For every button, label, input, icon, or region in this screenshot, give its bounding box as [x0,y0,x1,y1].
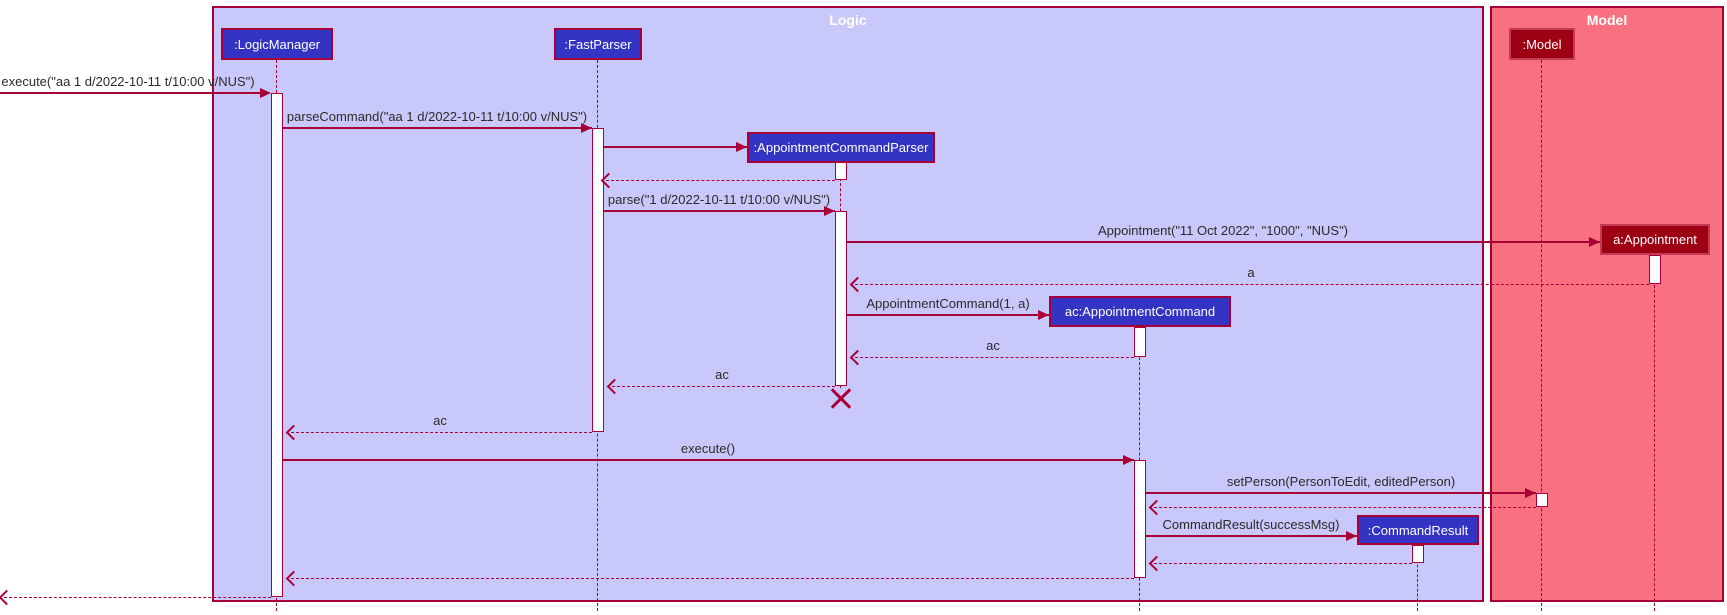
activation-parser-main [835,211,847,386]
participant-a-appointment: a:Appointment [1600,224,1710,255]
participant-a-appointment-label: a:Appointment [1613,232,1697,247]
message-parse-line [604,210,835,212]
participant-command-result-label: :CommandResult [1367,522,1469,538]
activation-model [1536,493,1548,507]
message-execute-found-line [0,92,262,94]
message-set-person-line [1146,492,1536,494]
participant-ac-appointment-command: ac:AppointmentCommand [1049,296,1231,327]
message-new-appointment-line [847,241,1600,243]
arrowhead-right-icon [1346,531,1357,541]
arrowhead-right-icon [1525,488,1536,498]
participant-ac-appointment-command-label: ac:AppointmentCommand [1064,304,1216,319]
message-return-commandresult-line [1154,563,1412,564]
arrowhead-right-icon [736,142,747,152]
lifeline-command-result [1417,545,1418,611]
arrowhead-right-icon [260,88,271,98]
message-execute-command-line [283,459,1134,461]
message-create-parser-line [604,146,747,148]
message-new-appointment-command-line [847,314,1049,316]
arrowhead-right-icon [1123,455,1134,465]
message-new-command-result-line [1146,535,1357,537]
participant-model-label: :Model [1522,36,1562,52]
message-parse-label: parse("1 d/2022-10-11 t/10:00 v/NUS") [607,192,831,207]
message-new-appointment-label: Appointment("11 Oct 2022", "1000", "NUS"… [1097,223,1349,238]
message-parse-command-line [283,127,592,129]
activation-logic-manager [271,93,283,597]
message-new-command-result-label: CommandResult(successMsg) [1162,517,1340,532]
participant-fast-parser: :FastParser [554,28,642,60]
message-return-final-line [4,597,271,598]
participant-appointment-command-parser-label: :AppointmentCommandParser [753,140,929,155]
arrowhead-right-icon [1589,237,1600,247]
model-frame: Model [1490,6,1724,602]
arrowhead-right-icon [824,206,835,216]
message-return-ac-to-parser-line [855,357,1134,358]
activation-parser-create [835,162,847,180]
arrowhead-left-icon [0,589,15,606]
message-parse-command-label: parseCommand("aa 1 d/2022-10-11 t/10:00 … [286,109,588,124]
participant-logic-manager-label: :LogicManager [234,36,320,52]
message-new-appointment-command-label: AppointmentCommand(1, a) [866,296,1030,311]
destroy-x-icon [829,387,853,411]
activation-ac-create [1134,327,1146,357]
logic-frame-title: Logic [829,12,867,28]
logic-frame: Logic [212,6,1484,602]
arrowhead-right-icon [1038,310,1049,320]
participant-command-result: :CommandResult [1357,515,1479,545]
message-return-execute-line [291,578,1134,579]
message-execute-found-label: execute("aa 1 d/2022-10-11 t/10:00 v/NUS… [1,74,255,89]
participant-fast-parser-label: :FastParser [564,36,632,52]
activation-ac-main [1134,460,1146,578]
message-return-parser-created-line [606,180,835,181]
lifeline-model [1541,60,1542,611]
participant-model: :Model [1509,28,1575,60]
arrowhead-right-icon [581,123,592,133]
message-return-a-label: a [1247,265,1255,280]
message-set-person-label: setPerson(PersonToEdit, editedPerson) [1226,474,1456,489]
participant-appointment-command-parser: :AppointmentCommandParser [747,132,935,163]
message-return-ac-to-fastparser-line [612,386,835,387]
participant-logic-manager: :LogicManager [221,28,333,60]
message-execute-command-label: execute() [680,441,736,456]
activation-a-appointment [1649,255,1661,284]
message-return-a-line [855,284,1649,285]
message-return-setperson-line [1154,507,1536,508]
message-return-ac-to-fastparser-label: ac [715,367,729,382]
lifeline-a-appointment [1654,255,1655,611]
model-frame-title: Model [1586,12,1628,28]
message-return-ac-to-parser-label: ac [986,338,1000,353]
activation-command-result [1412,545,1424,563]
activation-fast-parser [592,128,604,432]
message-return-ac-to-logicmanager-label: ac [433,413,447,428]
message-return-ac-to-logicmanager-line [291,432,592,433]
